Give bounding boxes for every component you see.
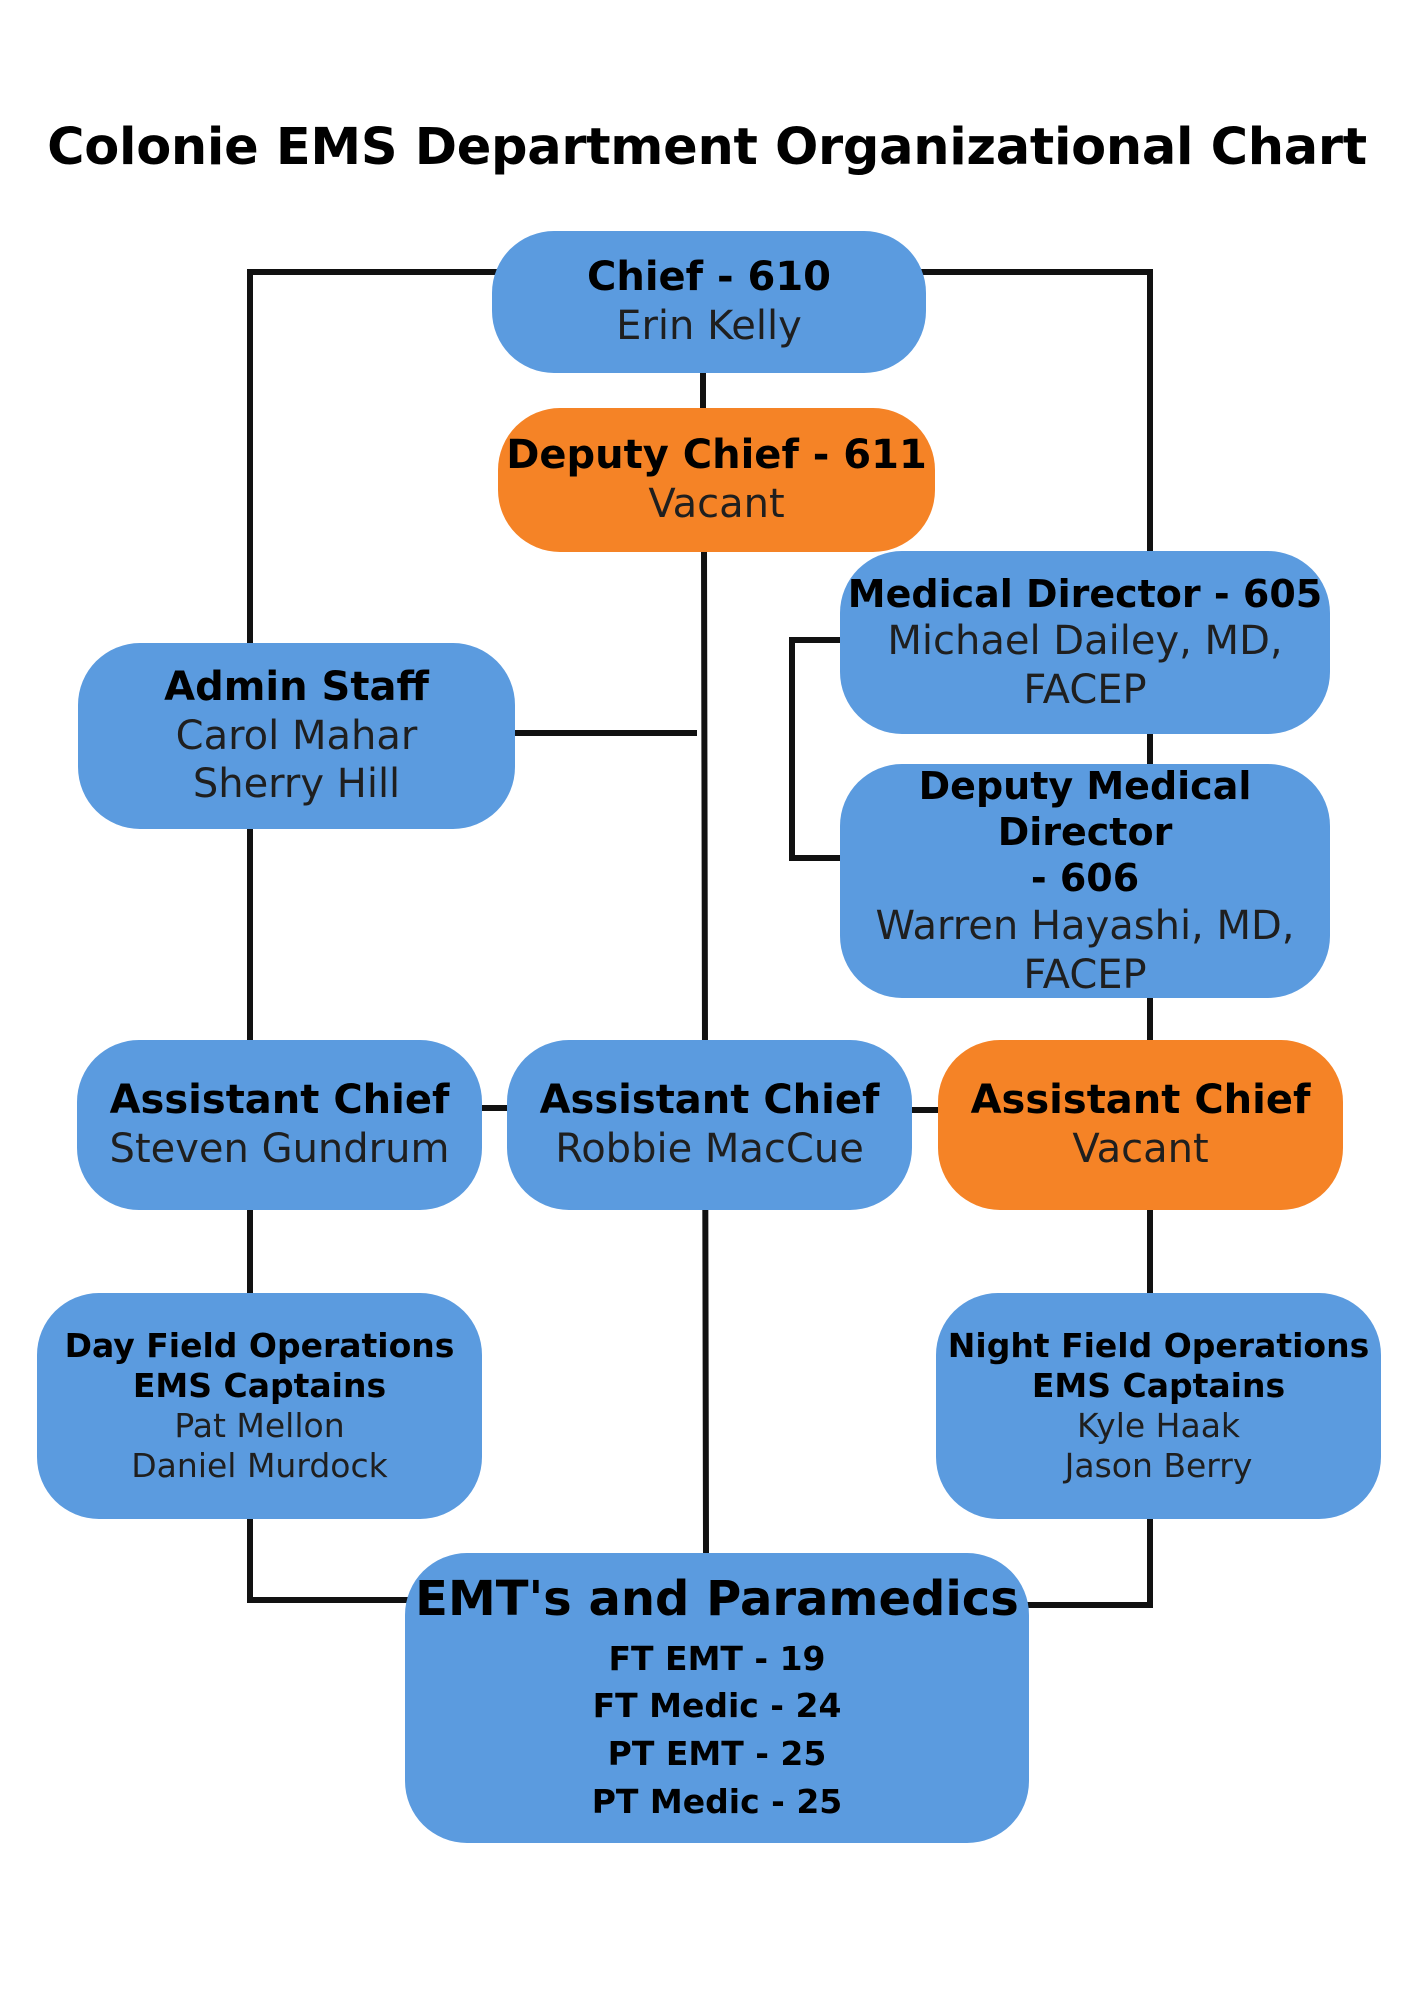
node-title: Deputy Chief - 611 xyxy=(506,432,927,479)
node-admin-staff: Admin Staff Carol Mahar Sherry Hill xyxy=(78,643,515,829)
connector-chief-left xyxy=(247,269,498,1603)
node-medical-director: Medical Director - 605 Michael Dailey, M… xyxy=(840,551,1330,734)
node-assistant-chief-right: Assistant Chief Vacant xyxy=(938,1040,1343,1210)
node-name: Pat Mellon xyxy=(174,1406,345,1445)
node-name: Sherry Hill xyxy=(192,761,401,808)
node-title: Day Field Operations xyxy=(64,1325,455,1365)
node-name: Warren Hayashi, MD, xyxy=(875,902,1295,949)
node-deputy-medical-director: Deputy Medical Director - 606 Warren Hay… xyxy=(840,764,1330,998)
node-title: Assistant Chief xyxy=(970,1077,1311,1124)
node-name: Carol Mahar xyxy=(175,712,418,759)
node-title: Assistant Chief xyxy=(109,1077,450,1124)
node-name: Steven Gundrum xyxy=(109,1126,450,1172)
node-title: Admin Staff xyxy=(164,663,429,710)
node-name: Erin Kelly xyxy=(616,303,802,349)
node-name: Vacant xyxy=(648,481,785,527)
node-name: FACEP xyxy=(1023,666,1147,713)
staff-count: PT Medic - 25 xyxy=(591,1782,843,1822)
node-name: Jason Berry xyxy=(1064,1446,1253,1486)
staff-count: PT EMT - 25 xyxy=(607,1734,827,1774)
node-name: Daniel Murdock xyxy=(131,1446,388,1486)
node-name: Kyle Haak xyxy=(1076,1406,1241,1445)
node-title: EMS Captains xyxy=(1031,1365,1286,1405)
node-name: Vacant xyxy=(1072,1126,1209,1172)
node-title: Assistant Chief xyxy=(539,1077,880,1124)
node-name: Michael Dailey, MD, xyxy=(887,617,1283,664)
node-title: EMS Captains xyxy=(132,1365,387,1405)
node-night-field-operations: Night Field Operations EMS Captains Kyle… xyxy=(936,1293,1381,1519)
node-title: Deputy Medical Director xyxy=(918,763,1252,855)
node-name: Robbie MacCue xyxy=(555,1126,864,1172)
staff-count: FT Medic - 24 xyxy=(592,1686,842,1726)
chart-title: Colonie EMS Department Organizational Ch… xyxy=(47,118,1367,177)
node-title: Night Field Operations xyxy=(947,1325,1370,1365)
node-title: EMT's and Paramedics xyxy=(415,1571,1019,1628)
node-name: FACEP xyxy=(1023,951,1147,998)
node-assistant-chief-left: Assistant Chief Steven Gundrum xyxy=(77,1040,482,1210)
node-title: Medical Director - 605 xyxy=(847,571,1323,616)
node-assistant-chief-center: Assistant Chief Robbie MacCue xyxy=(507,1040,912,1210)
node-title: - 606 xyxy=(1030,856,1140,901)
node-title: Chief - 610 xyxy=(586,254,832,301)
node-deputy-chief: Deputy Chief - 611 Vacant xyxy=(498,408,935,552)
node-chief: Chief - 610 Erin Kelly xyxy=(492,231,926,373)
node-day-field-operations: Day Field Operations EMS Captains Pat Me… xyxy=(37,1293,482,1519)
staff-count: FT EMT - 19 xyxy=(608,1638,826,1678)
node-emts-paramedics: EMT's and Paramedics FT EMT - 19 FT Medi… xyxy=(405,1553,1029,1843)
connector-medical-bracket xyxy=(789,637,843,861)
